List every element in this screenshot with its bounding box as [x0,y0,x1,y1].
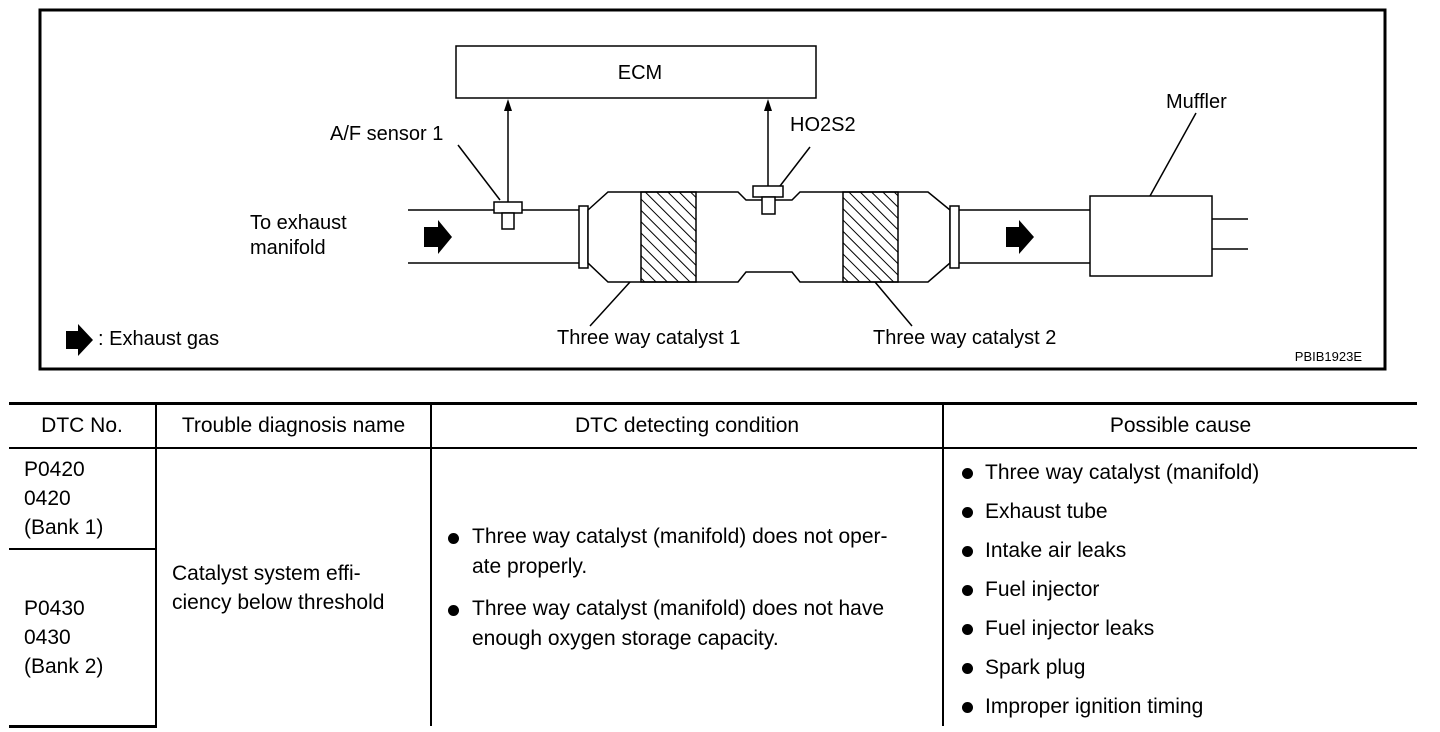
cause-item: Fuel injector [960,570,1417,609]
trouble-name-text: ciency below threshold [172,590,385,614]
figure-code: PBIB1923E [1295,349,1363,364]
possible-cause-cell: Three way catalyst (manifold) Exhaust tu… [942,448,1417,726]
condition-text: enough oxygen storage capacity. [472,626,779,650]
cause-text: Improper ignition timing [985,695,1204,718]
af-sensor-label: A/F sensor 1 [330,123,443,145]
cause-item: Improper ignition timing [960,687,1417,726]
dtc-bank1-cell: P0420 0420 (Bank 1) [9,448,157,550]
ecm-label: ECM [618,62,662,84]
bullet-icon [448,532,459,544]
dtc-code: P0420 [24,457,85,481]
catalyst-1-leader [589,281,631,327]
catalyst-2-label: Three way catalyst 2 [873,327,1056,349]
header-detecting-condition: DTC detecting condition [430,402,944,449]
condition-text: Three way catalyst (manifold) does not o… [472,524,888,548]
ho2s2-signal-arrowhead [764,99,772,111]
catalyst-1-label: Three way catalyst 1 [557,327,740,349]
cause-item: Fuel injector leaks [960,609,1417,648]
dtc-bank2-cell: P0430 0430 (Bank 2) [9,548,157,728]
legend-arrow-icon [66,324,93,356]
to-exhaust-label: manifold [250,237,326,259]
table-row: P0420 0420 (Bank 1) Catalyst system effi… [9,448,1417,726]
cause-text: Fuel injector [985,578,1100,601]
flange-rear [949,205,960,269]
table-header-row: DTC No. Trouble diagnosis name DTC detec… [9,402,1417,449]
bullet-icon [448,604,459,616]
dtc-table: DTC No. Trouble diagnosis name DTC detec… [9,402,1417,728]
exhaust-flow-arrow-icon [1006,220,1034,254]
ho2s2-label: HO2S2 [790,114,856,136]
dtc-code: P0430 [24,596,85,620]
cause-text: Intake air leaks [985,539,1127,562]
flange-front [578,205,589,269]
header-dtc-no: DTC No. [9,402,157,449]
dtc-bank: (Bank 2) [24,654,104,678]
header-trouble-name: Trouble diagnosis name [155,402,432,449]
condition-text: Three way catalyst (manifold) does not h… [472,596,885,620]
condition-text: ate properly. [472,554,588,578]
condition-item: Three way catalyst (manifold) does not h… [446,594,934,654]
muffler-leader [1149,112,1197,197]
bullet-icon [962,507,973,518]
table-row: P0430 0430 (Bank 2) [9,548,1417,728]
legend-label: : Exhaust gas [98,328,219,350]
cause-item: Intake air leaks [960,531,1417,570]
exhaust-flow-arrow-icon [424,220,452,254]
dtc-bank: (Bank 1) [24,515,104,539]
dtc-code: 0420 [24,486,71,510]
cause-item: Spark plug [960,648,1417,687]
condition-item: Three way catalyst (manifold) does not o… [446,522,934,582]
bullet-icon [962,702,973,713]
ho2s2-sensor-icon [752,185,784,215]
cause-item: Three way catalyst (manifold) [960,453,1417,492]
af-sensor-leader [457,144,501,201]
cause-text: Spark plug [985,656,1086,679]
muffler-label: Muffler [1166,91,1227,113]
cause-text: Fuel injector leaks [985,617,1155,640]
bullet-icon [962,663,973,674]
ecm-box [455,45,817,99]
dtc-code: 0430 [24,625,71,649]
bullet-icon [962,585,973,596]
trouble-name-text: Catalyst system effi- [172,561,361,585]
muffler-box [1089,195,1213,277]
header-possible-cause: Possible cause [942,402,1417,449]
ho2s2-leader [779,146,811,187]
detecting-condition-cell: Three way catalyst (manifold) does not o… [430,448,944,726]
to-exhaust-label: To exhaust [250,212,347,234]
af-sensor-icon [493,201,523,230]
catalyst-1-brick [640,191,697,283]
bullet-icon [962,468,973,479]
af-signal-arrowhead [504,99,512,111]
cause-item: Exhaust tube [960,492,1417,531]
catalyst-2-leader [874,281,913,327]
catalyst-2-brick [842,191,899,283]
exhaust-system-diagram: ECM A/F sensor 1 HO2S2 Muffler To exhaus… [38,8,1387,371]
bullet-icon [962,624,973,635]
bullet-icon [962,546,973,557]
cause-text: Exhaust tube [985,500,1108,523]
trouble-name-cell: Catalyst system effi- ciency below thres… [155,448,432,726]
cause-text: Three way catalyst (manifold) [985,461,1260,484]
diagram-frame [38,8,1387,371]
